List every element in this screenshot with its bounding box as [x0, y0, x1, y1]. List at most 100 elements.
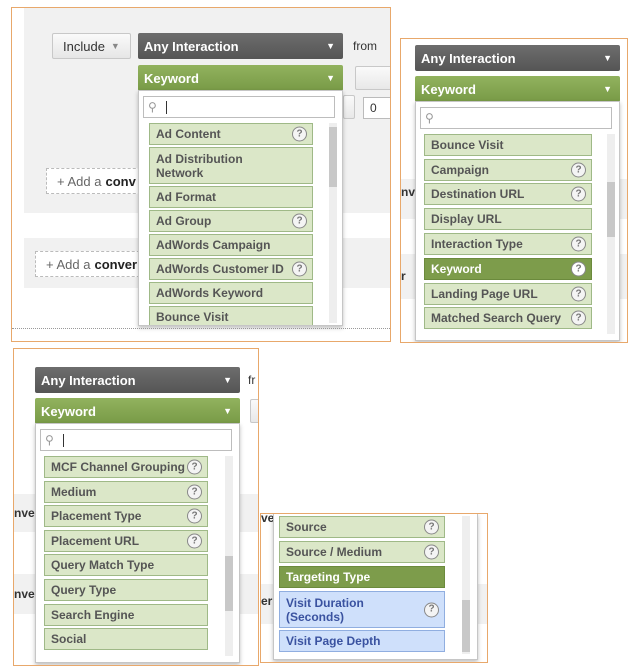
item-label: Bounce Visit: [156, 310, 229, 324]
help-icon[interactable]: ?: [187, 508, 202, 524]
menu-item-highlighted[interactable]: Visit Page Depth: [279, 630, 445, 652]
item-label: AdWords Keyword: [156, 286, 264, 300]
menu-item[interactable]: Matched Search Query?: [424, 307, 592, 329]
help-icon[interactable]: ?: [424, 519, 439, 535]
dimension-dropdown[interactable]: Keyword ▼: [138, 65, 343, 91]
menu-item[interactable]: Ad Format: [149, 186, 313, 208]
menu-item-selected[interactable]: Keyword?: [424, 258, 592, 280]
item-label: Visit Page Depth: [286, 634, 381, 648]
help-icon[interactable]: ?: [571, 286, 586, 302]
item-label: Ad Distribution Network: [156, 151, 243, 180]
menu-item[interactable]: Placement Type?: [44, 505, 208, 527]
date-button[interactable]: [250, 399, 258, 423]
item-label: Keyword: [431, 262, 482, 276]
item-label: Campaign: [431, 163, 490, 177]
add-label: + Add a: [57, 173, 102, 189]
help-icon[interactable]: ?: [571, 310, 586, 326]
interaction-label: Any Interaction: [144, 38, 239, 54]
menu-item[interactable]: Ad Distribution Network: [149, 147, 313, 184]
help-icon[interactable]: ?: [424, 544, 439, 560]
help-icon[interactable]: ?: [571, 162, 586, 178]
chevron-down-icon: ▼: [223, 375, 232, 385]
search-input[interactable]: ⚲: [143, 96, 335, 118]
menu-item[interactable]: Query Type: [44, 579, 208, 601]
from-label: from: [353, 39, 377, 53]
menu-item[interactable]: Bounce Visit: [424, 134, 592, 156]
search-input[interactable]: ⚲: [40, 429, 232, 451]
add-text-fragment: er: [261, 594, 273, 608]
interaction-label: Any Interaction: [41, 372, 136, 388]
item-label: Destination URL: [431, 187, 525, 201]
menu-item[interactable]: Campaign?: [424, 159, 592, 181]
menu-item[interactable]: Placement URL?: [44, 530, 208, 552]
menu-item[interactable]: Ad Content?: [149, 123, 313, 145]
include-dropdown[interactable]: Include ▼: [52, 33, 131, 59]
chevron-down-icon: ▼: [603, 84, 612, 94]
help-icon[interactable]: ?: [571, 186, 586, 202]
scrollbar-thumb[interactable]: [225, 556, 233, 611]
item-label: MCF Channel Grouping: [51, 460, 185, 474]
item-label: Ad Format: [156, 190, 216, 204]
panel-bottom-right: ve er Source? Source / Medium? Targeting…: [260, 513, 488, 663]
menu-item[interactable]: Destination URL?: [424, 183, 592, 205]
item-label: Medium: [51, 485, 97, 499]
scrollbar-track[interactable]: [462, 516, 470, 654]
scrollbar-thumb[interactable]: [462, 600, 470, 652]
help-icon[interactable]: ?: [187, 459, 202, 475]
search-icon: ⚲: [148, 100, 157, 114]
dimension-label: Keyword: [144, 70, 199, 86]
number-input[interactable]: 0: [363, 97, 390, 119]
help-icon[interactable]: ?: [292, 213, 307, 229]
menu-item[interactable]: Medium?: [44, 481, 208, 503]
menu-item[interactable]: AdWords Keyword: [149, 282, 313, 304]
menu-item-selected[interactable]: Targeting Type: [279, 566, 445, 588]
item-label: Search Engine: [51, 608, 135, 622]
menu-item[interactable]: Landing Page URL?: [424, 283, 592, 305]
chevron-down-icon: ▼: [603, 53, 612, 63]
menu-item[interactable]: Search Engine: [44, 604, 208, 626]
interaction-dropdown[interactable]: Any Interaction ▼: [415, 45, 620, 71]
item-label: Source: [286, 520, 327, 534]
dimension-dropdown[interactable]: Keyword ▼: [415, 76, 620, 102]
help-icon[interactable]: ?: [187, 484, 202, 500]
search-input[interactable]: ⚲: [420, 107, 612, 129]
add-label: + Add a: [46, 256, 91, 272]
help-icon[interactable]: ?: [187, 533, 202, 549]
menu-item[interactable]: Source / Medium?: [279, 541, 445, 563]
divider: [12, 328, 390, 329]
chevron-down-icon: ▼: [223, 406, 232, 416]
menu-item[interactable]: Query Match Type: [44, 554, 208, 576]
operator-button[interactable]: [343, 95, 355, 119]
scrollbar-track[interactable]: [329, 123, 337, 323]
menu-item[interactable]: MCF Channel Grouping?: [44, 456, 208, 478]
item-label: Matched Search Query: [431, 311, 562, 325]
help-icon[interactable]: ?: [571, 236, 586, 252]
menu-item[interactable]: Display URL: [424, 208, 592, 230]
item-label: Source / Medium: [286, 545, 383, 559]
scrollbar-thumb[interactable]: [329, 127, 337, 187]
item-label: Query Type: [51, 583, 117, 597]
help-icon[interactable]: ?: [292, 261, 307, 277]
add-bold: conv: [105, 173, 136, 189]
menu-item[interactable]: AdWords Customer ID?: [149, 258, 313, 280]
menu-item[interactable]: Source?: [279, 516, 445, 538]
menu-item[interactable]: AdWords Campaign: [149, 234, 313, 256]
interaction-dropdown[interactable]: Any Interaction ▼: [138, 33, 343, 59]
scrollbar-thumb[interactable]: [607, 182, 615, 237]
menu-item[interactable]: Ad Group?: [149, 210, 313, 232]
help-icon[interactable]: ?: [424, 602, 439, 617]
dimension-label: Keyword: [41, 403, 96, 419]
interaction-dropdown[interactable]: Any Interaction ▼: [35, 367, 240, 393]
help-icon[interactable]: ?: [292, 126, 307, 142]
menu-item-highlighted[interactable]: Visit Duration (Seconds)?: [279, 591, 445, 628]
dimension-dropdown[interactable]: Keyword ▼: [35, 398, 240, 424]
dimension-menu: ⚲ Ad Content? Ad Distribution Network Ad…: [138, 90, 343, 326]
date-button[interactable]: [355, 66, 390, 90]
menu-item[interactable]: Interaction Type?: [424, 233, 592, 255]
menu-item[interactable]: Bounce Visit: [149, 306, 313, 325]
from-label: fr: [248, 373, 256, 387]
menu-item[interactable]: Social: [44, 628, 208, 650]
help-icon[interactable]: ?: [571, 261, 586, 277]
